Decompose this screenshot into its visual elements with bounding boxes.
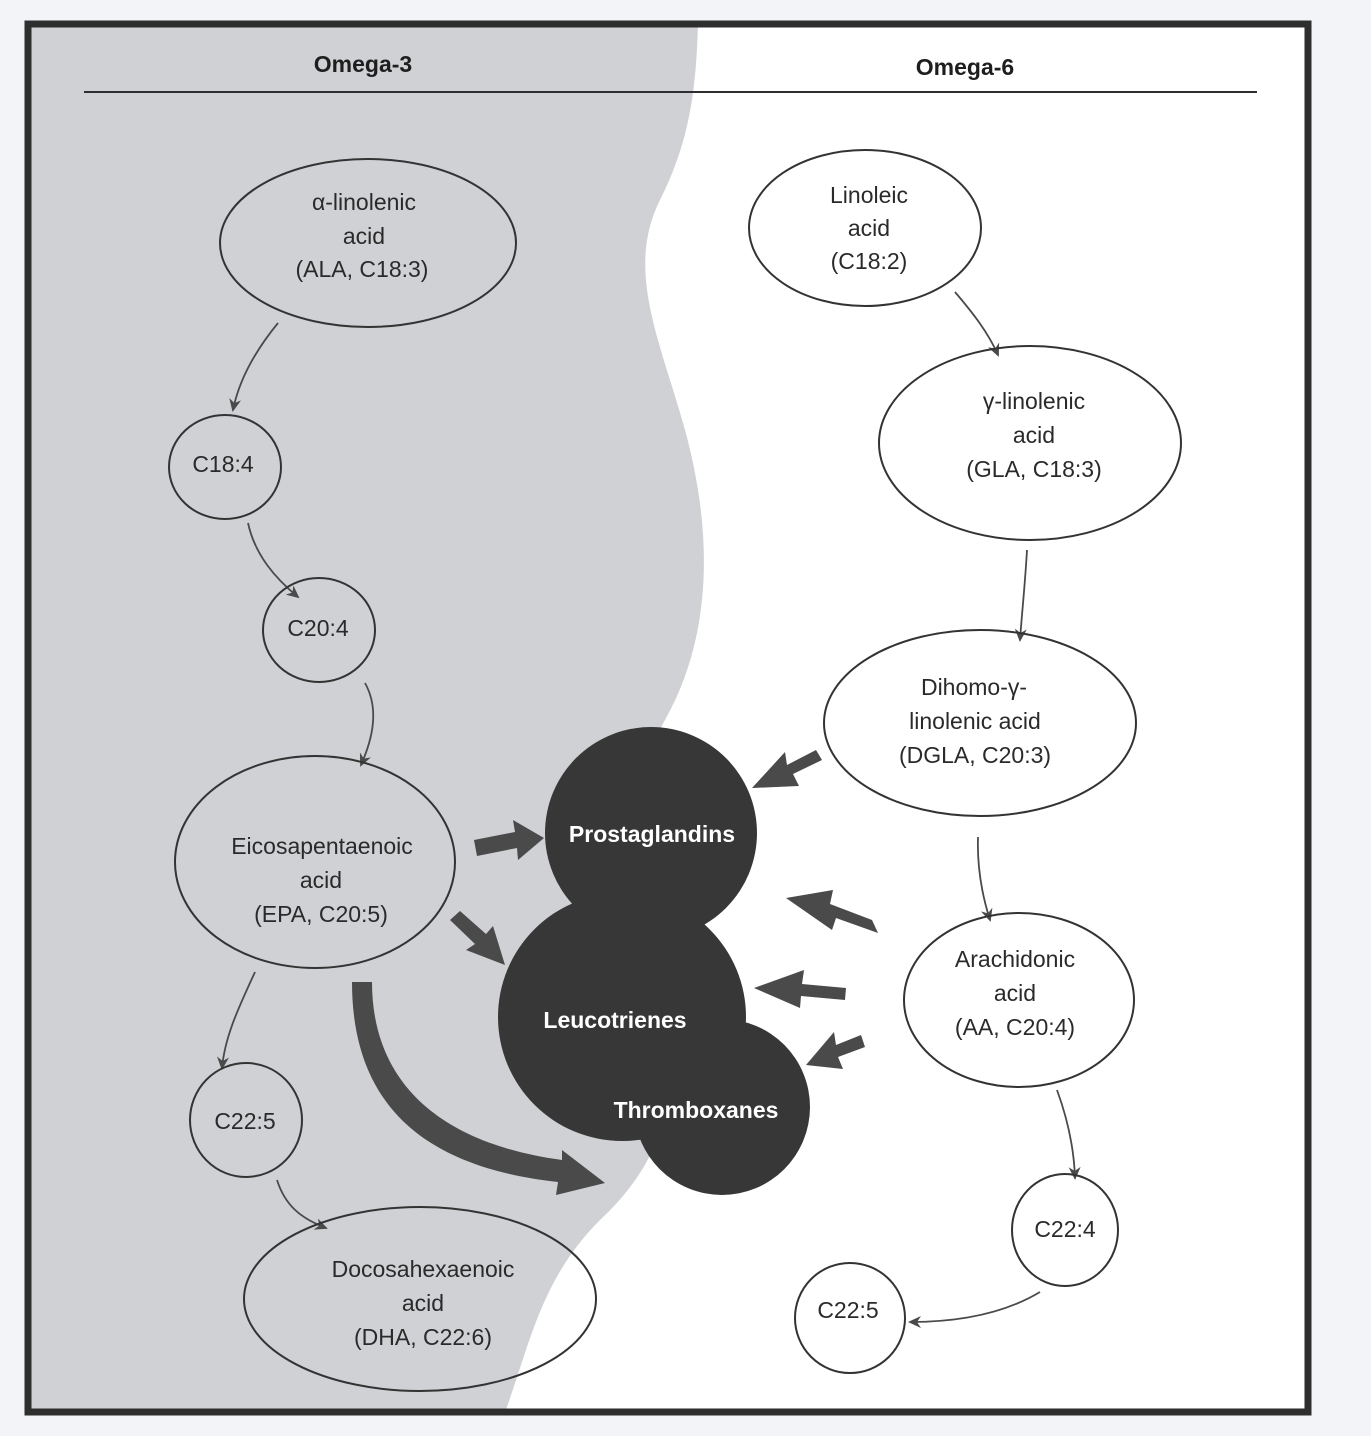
- c22-4-to-c22-5-arrow: [908, 1291, 1041, 1328]
- epa-to-thromboxanes-curved-arrow: [352, 982, 605, 1195]
- c20-4-to-epa-arrow: [359, 682, 375, 767]
- node-dgla: Dihomo-γ- linolenic acid (DGLA, C20:3): [823, 629, 1137, 817]
- node-c22-4-label: C22:4: [1034, 1216, 1096, 1242]
- node-c22-5-omega3: C22:5: [189, 1062, 303, 1178]
- epa-to-prostaglandins-arrow: [474, 820, 544, 860]
- ala-to-c18-4-arrow: [229, 322, 279, 412]
- node-dha-line1: Docosahexaenoic: [332, 1256, 515, 1282]
- diagram-frame: [24, 20, 1312, 1416]
- aa-to-prostaglandins-arrow: [786, 890, 878, 933]
- node-linoleic-line3: (C18:2): [831, 248, 908, 274]
- node-gla: γ-linolenic acid (GLA, C18:3): [878, 345, 1182, 541]
- node-c20-4-label: C20:4: [287, 615, 349, 641]
- node-ala-line2: acid: [343, 223, 385, 249]
- node-gla-line1: γ-linolenic: [983, 388, 1085, 414]
- c22-5-to-dha-arrow: [276, 1179, 328, 1230]
- dgla-to-aa-arrow: [976, 836, 993, 922]
- node-linoleic-line1: Linoleic: [830, 182, 908, 208]
- node-epa-line2: acid: [300, 867, 342, 893]
- gla-to-dgla-arrow: [1014, 549, 1028, 642]
- prostaglandins-label: Prostaglandins: [569, 821, 735, 847]
- aa-to-c22-4-arrow: [1056, 1089, 1081, 1180]
- node-c22-4: C22:4: [1011, 1173, 1119, 1287]
- header-omega3: Omega-3: [314, 51, 412, 77]
- node-dgla-line2: linolenic acid: [909, 708, 1041, 734]
- epa-to-leucotrienes-arrow: [450, 911, 505, 965]
- aa-to-thromboxanes-arrow: [806, 1032, 865, 1069]
- node-dha: Docosahexaenoic acid (DHA, C22:6): [243, 1206, 597, 1392]
- aa-to-leucotrienes-arrow: [754, 970, 846, 1008]
- node-c22-5-omega6: C22:5: [794, 1262, 906, 1374]
- node-ala: α-linolenic acid (ALA, C18:3): [219, 158, 517, 328]
- node-c18-4-label: C18:4: [192, 451, 254, 477]
- node-ala-line3: (ALA, C18:3): [296, 256, 429, 282]
- node-arachidonic-line1: Arachidonic: [955, 946, 1075, 972]
- node-linoleic-line2: acid: [848, 215, 890, 241]
- thromboxanes-label: Thromboxanes: [614, 1097, 779, 1123]
- header-omega6: Omega-6: [916, 54, 1014, 80]
- node-arachidonic-line3: (AA, C20:4): [955, 1014, 1075, 1040]
- node-c18-4: C18:4: [168, 414, 282, 520]
- node-c22-5-omega6-label: C22:5: [817, 1297, 878, 1323]
- node-epa-line3: (EPA, C20:5): [254, 901, 388, 927]
- node-epa: Eicosapentaenoic acid (EPA, C20:5): [174, 755, 456, 969]
- leucotrienes-label: Leucotrienes: [543, 1007, 686, 1033]
- node-dgla-line1: Dihomo-γ-: [921, 674, 1027, 700]
- node-dha-line2: acid: [402, 1290, 444, 1316]
- node-gla-line2: acid: [1013, 422, 1055, 448]
- node-arachidonic-line2: acid: [994, 980, 1036, 1006]
- c18-4-to-c20-4-arrow: [247, 522, 300, 599]
- node-linoleic: Linoleic acid (C18:2): [748, 149, 982, 307]
- node-arachidonic: Arachidonic acid (AA, C20:4): [903, 912, 1135, 1088]
- dgla-to-prostaglandins-arrow: [752, 750, 822, 788]
- leucotrienes-blob: [498, 893, 746, 1141]
- node-ala-line1: α-linolenic: [312, 189, 416, 215]
- node-dha-line3: (DHA, C22:6): [354, 1324, 492, 1350]
- node-gla-line3: (GLA, C18:3): [966, 456, 1102, 482]
- epa-to-c22-5-arrow: [217, 971, 256, 1070]
- node-dgla-line3: (DGLA, C20:3): [899, 742, 1051, 768]
- prostaglandins-blob: [545, 727, 757, 939]
- node-c20-4: C20:4: [262, 577, 376, 683]
- node-epa-line1: Eicosapentaenoic: [231, 833, 413, 859]
- node-c22-5-omega3-label: C22:5: [214, 1108, 275, 1134]
